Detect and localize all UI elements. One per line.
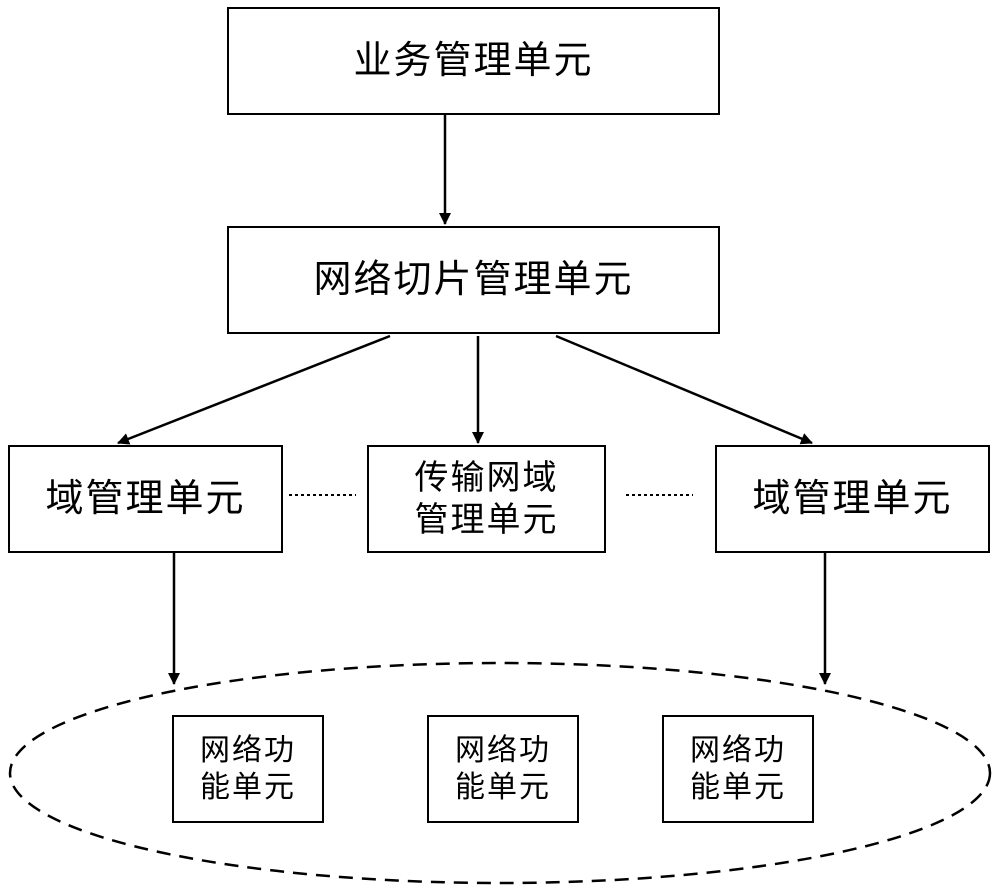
domain-management-unit-right: 域管理单元 — [715, 445, 990, 553]
network-function-unit-3: 网络功 能单元 — [662, 715, 814, 823]
service-management-unit: 业务管理单元 — [227, 7, 720, 115]
network-function-unit-1: 网络功 能单元 — [172, 715, 324, 823]
network-slice-management-unit-label: 网络切片管理单元 — [313, 257, 634, 302]
network-function-unit-2-line2: 能单元 — [455, 770, 551, 805]
network-function-unit-3-line1: 网络功 — [690, 732, 786, 768]
network-function-unit-2-line1: 网络功 — [455, 732, 551, 768]
network-function-unit-2: 网络功 能单元 — [427, 715, 579, 823]
transport-domain-label-line1: 传输网域 — [414, 457, 559, 498]
arrow-slice-to-domain-right — [555, 334, 813, 445]
network-slice-management-unit: 网络切片管理单元 — [227, 226, 720, 334]
domain-management-unit-left-label: 域管理单元 — [45, 476, 246, 521]
network-function-unit-1-line2: 能单元 — [200, 770, 296, 805]
domain-management-unit-right-label: 域管理单元 — [752, 476, 953, 521]
domain-management-unit-left: 域管理单元 — [8, 445, 283, 553]
network-function-unit-3-line2: 能单元 — [690, 770, 786, 805]
network-function-unit-1-line1: 网络功 — [200, 732, 296, 768]
transport-domain-label-line2: 管理单元 — [414, 500, 559, 540]
transport-domain-management-unit: 传输网域 管理单元 — [367, 445, 606, 553]
service-management-unit-label: 业务管理单元 — [353, 38, 594, 83]
network-function-group-ellipse — [8, 661, 992, 885]
arrow-slice-to-domain-left — [117, 334, 391, 445]
